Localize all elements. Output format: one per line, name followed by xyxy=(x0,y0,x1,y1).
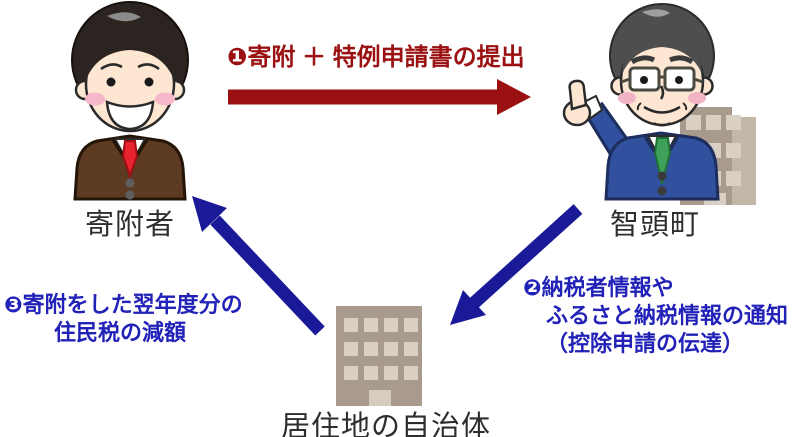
town-official-illustration xyxy=(562,3,756,205)
donor-mouth xyxy=(105,100,155,131)
official-button xyxy=(657,186,667,196)
donor-eye xyxy=(106,77,116,87)
official-nose xyxy=(659,85,665,100)
donor-button xyxy=(125,178,135,188)
town-label: 智頭町 xyxy=(609,209,700,241)
official-eye xyxy=(675,76,683,84)
official-fringe xyxy=(622,33,702,74)
municipality-label: 居住地の自治体 xyxy=(281,411,492,437)
donor-hair-highlight xyxy=(107,12,141,22)
official-eyebrows xyxy=(630,55,694,65)
donor-cheek xyxy=(155,92,175,106)
donor-button xyxy=(125,190,135,200)
notification-flow-label: ❷納税者情報や ふるさと納税情報の通知 （控除申請の伝達） xyxy=(523,274,788,358)
official-mouth xyxy=(643,105,681,114)
official-smile-lines xyxy=(636,102,688,111)
donor-label: 寄附者 xyxy=(84,209,175,241)
donor-tie xyxy=(121,140,139,180)
official-eye xyxy=(640,76,648,84)
donation-flow-label: ❶寄附 ＋ 特例申請書の提出 xyxy=(227,44,525,71)
tax-reduction-arrow xyxy=(192,196,325,336)
donor-eyebrows xyxy=(100,63,160,71)
notification-flow-line2: ふるさと納税情報の通知 xyxy=(546,303,789,328)
notification-flow-line1: ❷納税者情報や xyxy=(523,275,674,300)
official-tie xyxy=(653,137,672,185)
official-chin xyxy=(653,122,671,127)
donor-cheek xyxy=(85,92,105,106)
reduction-flow-label: ❸寄附をした翌年度分の 住民税の減額 xyxy=(4,291,243,347)
municipality-building-illustration xyxy=(336,306,422,406)
donor-eye xyxy=(144,77,154,87)
reduction-flow-line1: ❸寄附をした翌年度分の xyxy=(4,292,243,317)
donor-illustration xyxy=(71,1,189,201)
notification-arrow xyxy=(450,204,583,325)
official-cheek xyxy=(688,92,706,104)
official-hair-highlight xyxy=(642,9,670,17)
official-button xyxy=(657,171,667,181)
donation-arrow xyxy=(228,79,531,115)
donor-fringe xyxy=(86,35,174,80)
official-cheek xyxy=(618,92,636,104)
notification-flow-line3: （控除申請の伝達） xyxy=(546,331,745,356)
reduction-flow-line2: 住民税の減額 xyxy=(54,320,187,345)
